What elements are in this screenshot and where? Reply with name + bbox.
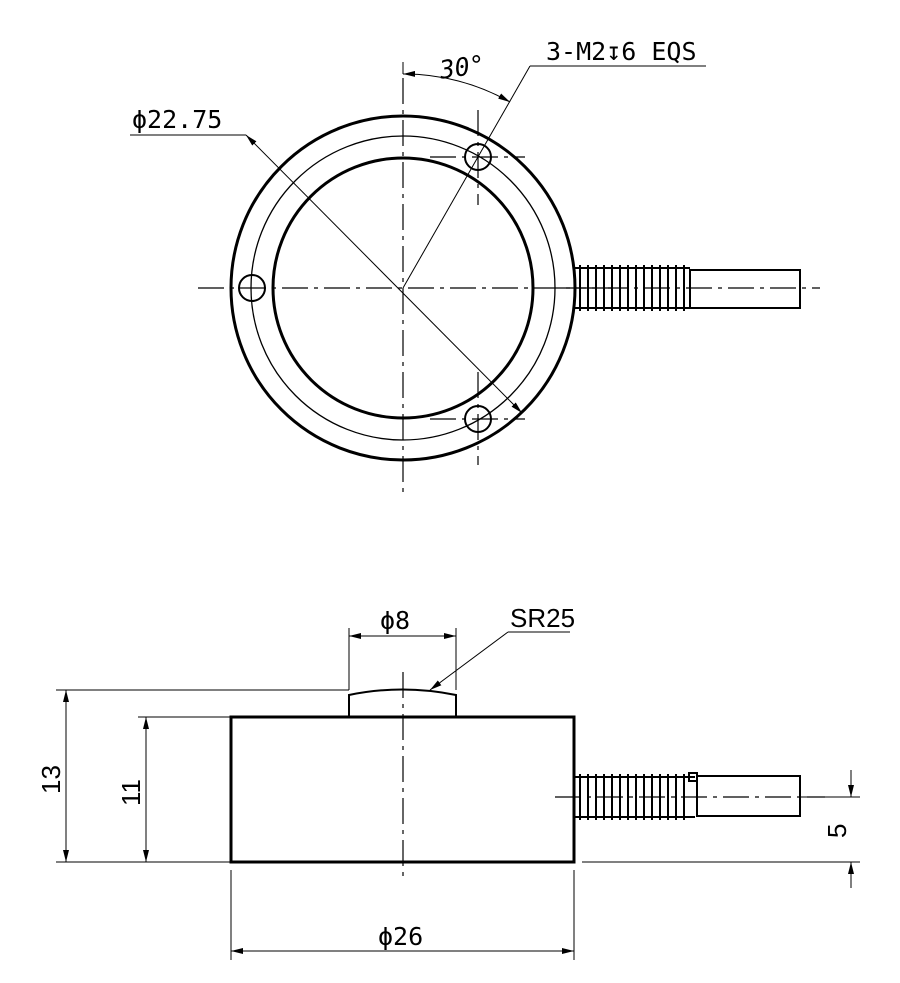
side-view: ϕ8 SR25 13 11 ϕ26 5 bbox=[36, 603, 860, 960]
hole-radial-line bbox=[402, 65, 531, 289]
dimension-offset-5 bbox=[582, 770, 860, 888]
sr25-label: SR25 bbox=[510, 603, 575, 633]
top-view-cable bbox=[560, 265, 820, 311]
angle-label: 30° bbox=[437, 50, 487, 85]
dimension-diameter-26 bbox=[230, 870, 575, 960]
diameter-22-75-dimension-line bbox=[245, 134, 523, 414]
top-view: 30° 3-M2↧6 EQS ϕ22.75 bbox=[130, 37, 820, 495]
height-11-label: 11 bbox=[116, 779, 146, 806]
dimension-height-11 bbox=[138, 716, 231, 862]
hole-callout-label: 3-M2↧6 EQS bbox=[546, 37, 697, 66]
dimension-diameter-8 bbox=[348, 628, 457, 690]
diameter-22-75-label: ϕ22.75 bbox=[132, 105, 222, 134]
height-13-label: 13 bbox=[36, 765, 66, 794]
bolt-hole-lower-right bbox=[430, 372, 525, 465]
dimension-sr25-leader bbox=[429, 631, 570, 691]
side-view-button bbox=[348, 688, 457, 717]
side-view-cable bbox=[555, 772, 825, 820]
diameter-8-label: ϕ8 bbox=[380, 606, 410, 635]
angle-30-arc bbox=[402, 70, 511, 103]
diameter-26-label: ϕ26 bbox=[378, 922, 423, 951]
dimension-height-13 bbox=[56, 689, 349, 863]
offset-5-label: 5 bbox=[822, 824, 852, 838]
